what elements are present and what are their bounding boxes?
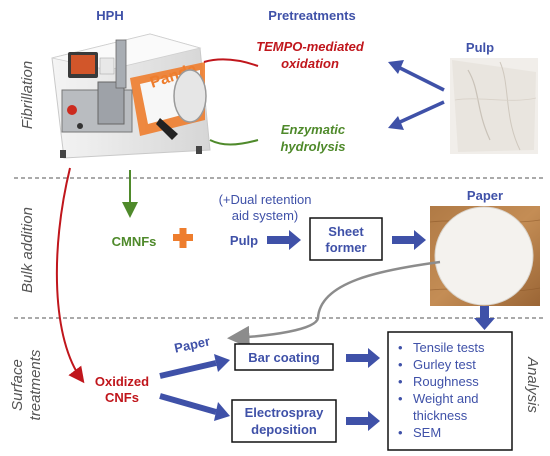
header-pulp: Pulp <box>466 40 494 55</box>
hph-machine-image: Panda <box>51 33 211 159</box>
pulp-image <box>450 58 538 154</box>
sheet-former-line2: former <box>325 240 366 255</box>
analysis-item: thickness <box>413 408 468 423</box>
header-hph: HPH <box>96 8 123 23</box>
label-surface-line2: treatments <box>27 349 44 420</box>
header-pretreatments: Pretreatments <box>268 8 355 23</box>
cmnfs-label: CMNFs <box>112 234 157 249</box>
arrow-pulp-to-sheet-former <box>267 230 301 250</box>
arrow-electrospray-to-analysis <box>346 411 380 431</box>
plus-icon <box>173 228 193 248</box>
sheet-former-line1: Sheet <box>328 224 364 239</box>
sheet-former-box <box>309 217 383 261</box>
tempo-line1: TEMPO-mediated <box>256 39 365 54</box>
analysis-bullet: • <box>398 391 403 406</box>
analysis-item: Tensile tests <box>413 340 485 355</box>
analysis-box <box>387 331 513 451</box>
electrospray-line1: Electrospray <box>245 405 325 420</box>
surface-paper-label: Paper <box>173 334 211 356</box>
analysis-bullet: • <box>398 340 403 355</box>
arrow-hph-to-oxidized <box>55 167 85 384</box>
analysis-item: Roughness <box>413 374 479 389</box>
analysis-item: SEM <box>413 425 441 440</box>
analysis-bullet: • <box>398 425 403 440</box>
connector-tempo-to-hph <box>203 58 259 67</box>
oxidized-line2: CNFs <box>105 390 139 405</box>
arrow-bar-coating-to-analysis <box>346 348 380 368</box>
label-fibrillation: Fibrillation <box>19 61 36 129</box>
bulk-pulp-label: Pulp <box>230 233 258 248</box>
analysis-item: Gurley test <box>413 357 476 372</box>
arrow-paper-to-analysis <box>474 306 495 330</box>
paper-image <box>429 206 541 306</box>
enzymatic-line2: hydrolysis <box>280 139 345 154</box>
bar-coating-box <box>234 343 334 371</box>
analysis-list: • Tensile tests • Gurley test • Roughnes… <box>398 340 485 440</box>
analysis-bullet: • <box>398 374 403 389</box>
label-analysis: Analysis <box>524 356 541 413</box>
tempo-line2: oxidation <box>281 56 339 71</box>
analysis-bullet: • <box>398 357 403 372</box>
connector-enzymatic-to-hph <box>209 139 259 146</box>
oxidized-line1: Oxidized <box>95 374 149 389</box>
label-surface-line1: Surface <box>9 359 26 411</box>
arrow-pulp-to-tempo <box>388 60 445 92</box>
bar-coating-label: Bar coating <box>248 350 320 365</box>
arrow-oxidized-to-bar-coating <box>159 354 230 379</box>
electrospray-line2: deposition <box>251 422 317 437</box>
arrow-sheet-former-to-paper <box>392 230 426 250</box>
arrow-oxidized-to-electrospray <box>159 393 230 421</box>
label-bulk-addition: Bulk addition <box>19 207 36 293</box>
dual-retention-line2: aid system) <box>232 208 298 223</box>
electrospray-box <box>231 399 337 443</box>
arrow-paper-to-surface-paper <box>227 260 441 349</box>
dual-retention-line1: (+Dual retention <box>219 192 312 207</box>
analysis-item: Weight and <box>413 391 479 406</box>
paper-title: Paper <box>467 188 503 203</box>
enzymatic-line1: Enzymatic <box>281 122 346 137</box>
arrow-pulp-to-enzymatic <box>388 100 445 130</box>
